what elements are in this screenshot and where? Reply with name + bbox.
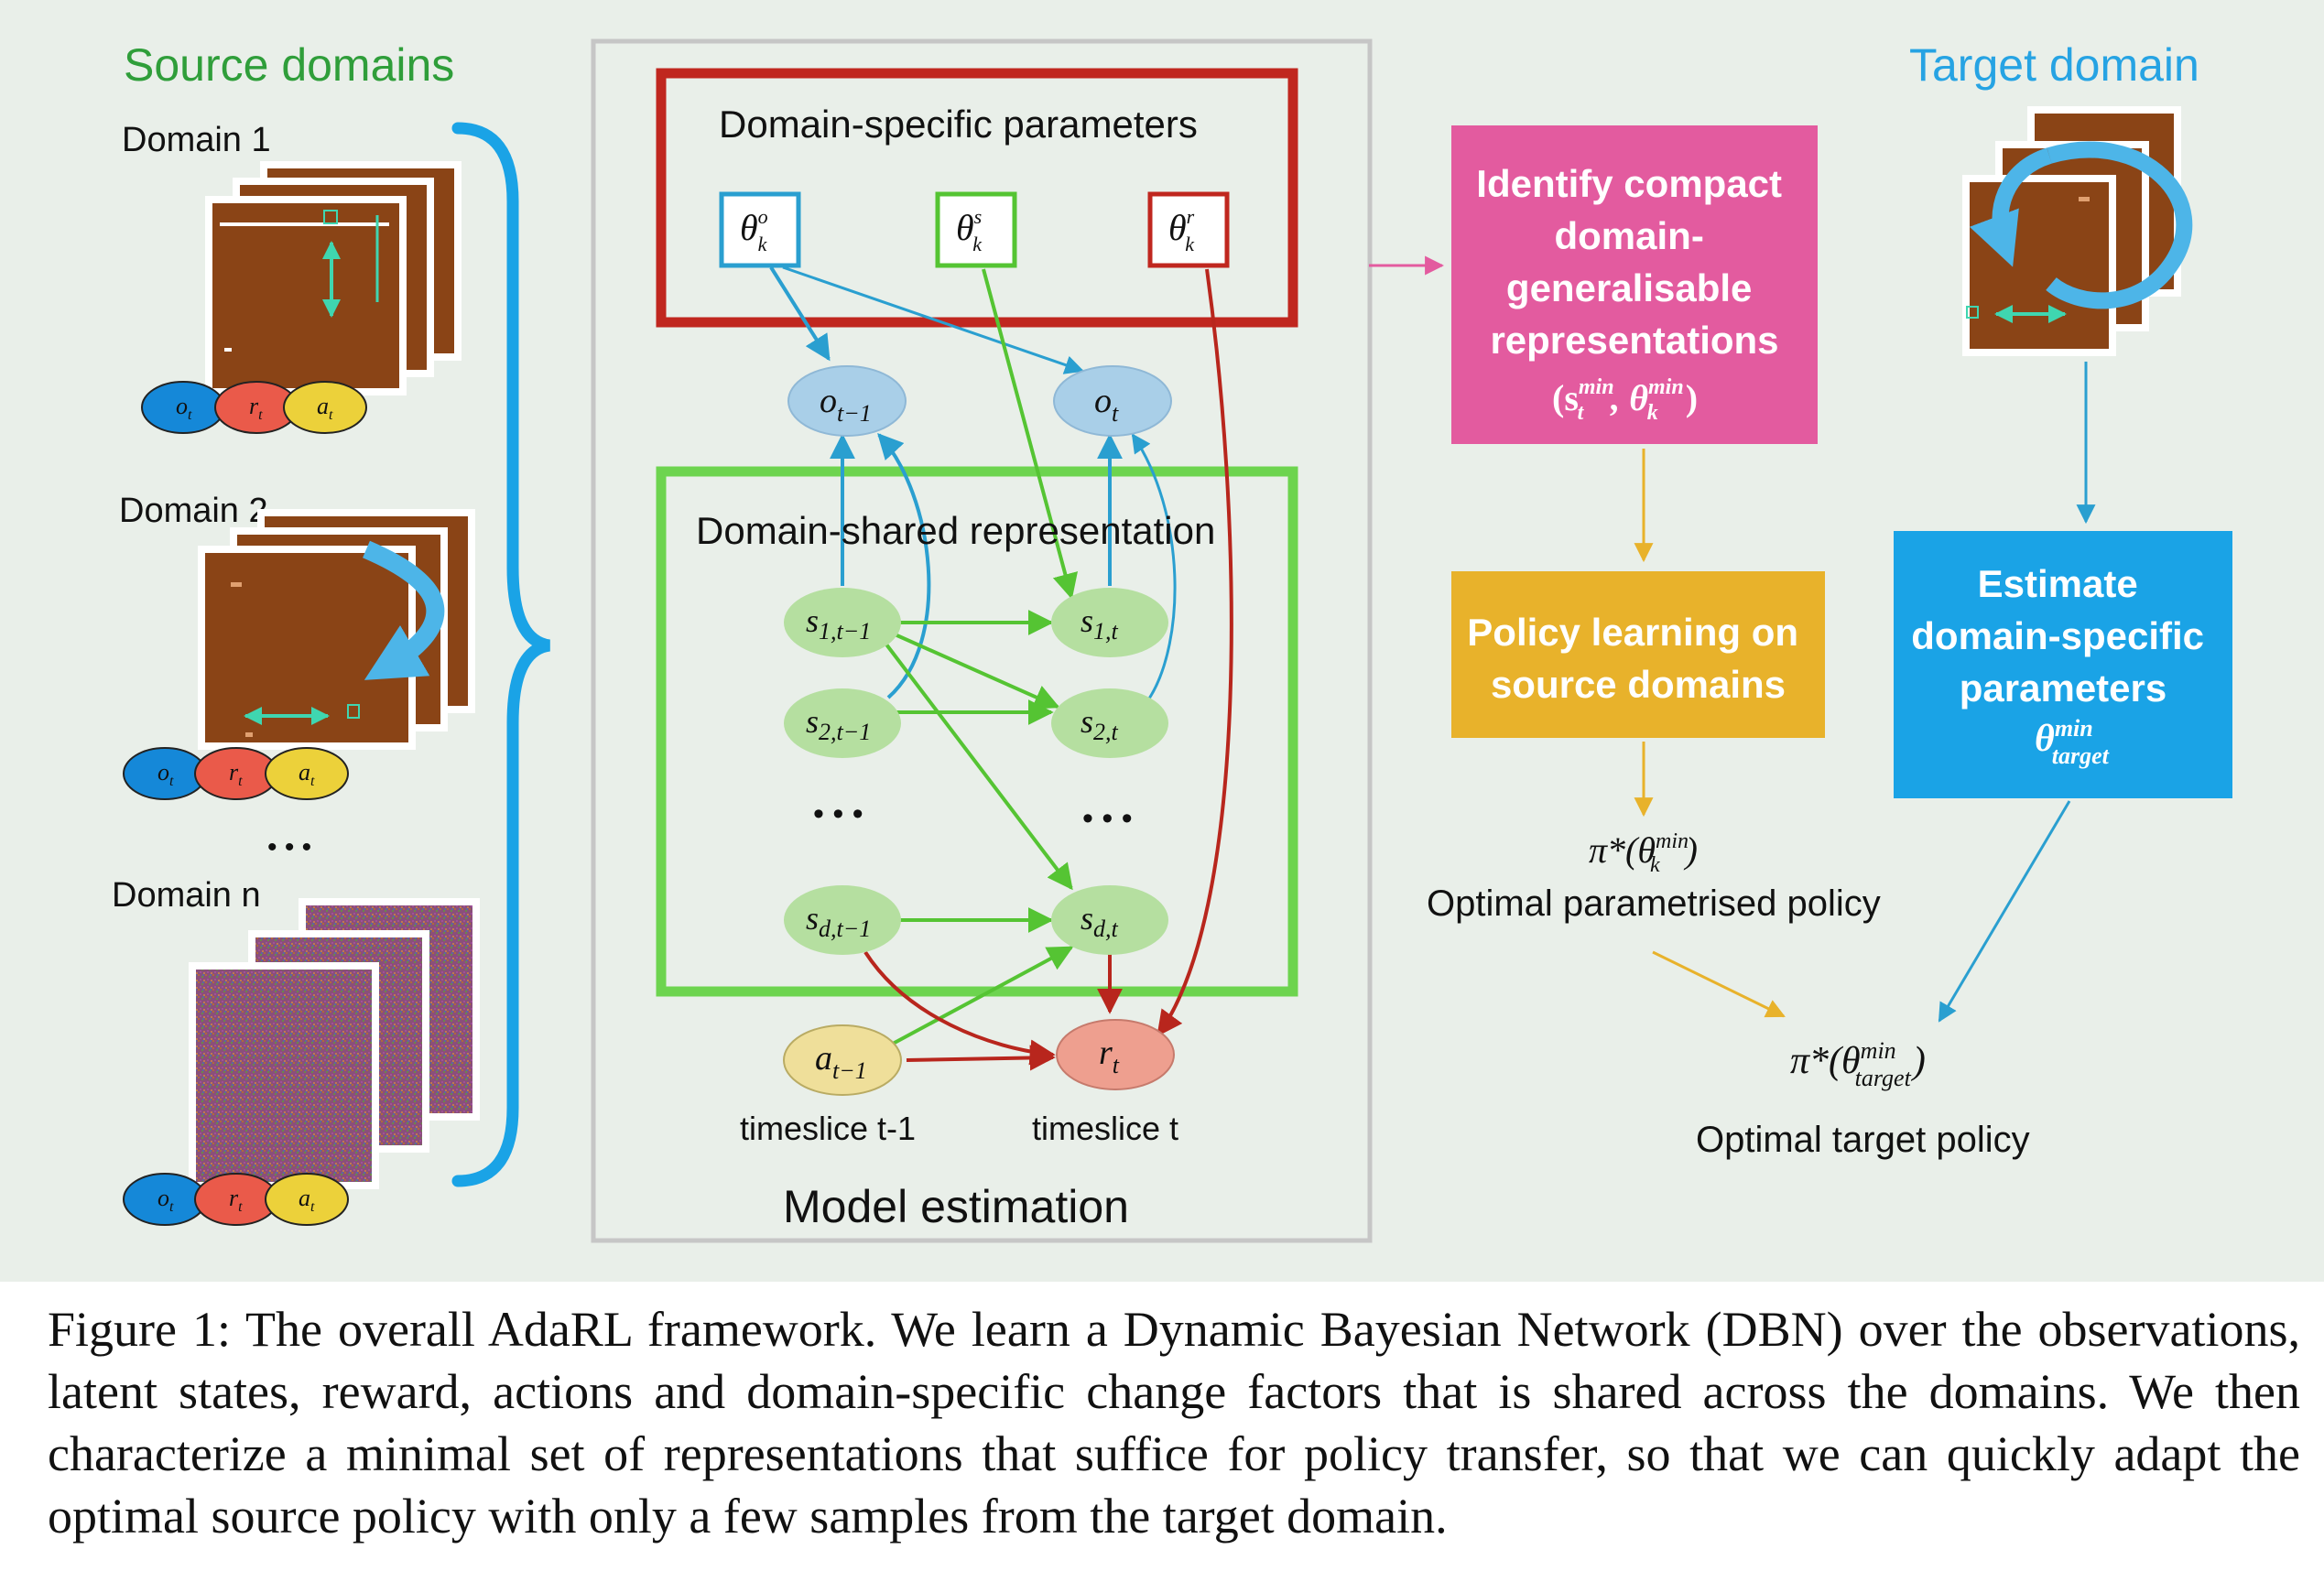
node-s1-prev: s1,t−1: [784, 588, 901, 657]
node-o-curr: ot: [1053, 365, 1172, 437]
svg-text:s2,t: s2,t: [1081, 703, 1119, 745]
domain-n-frames: [189, 898, 480, 1189]
source-domains-brace: [451, 122, 551, 1187]
domain-n-label: Domain n: [112, 876, 261, 915]
domain-2-chips: ot rt at: [123, 747, 349, 800]
domain-2-label: Domain 2: [119, 492, 268, 530]
framework-figure: Source domains Domain 1 ot rt at Domain …: [0, 0, 2324, 1282]
policy-learning-text: Policy learning on source domains: [1467, 611, 1808, 706]
parametrised-policy-label: Optimal parametrised policy: [1427, 883, 1881, 924]
domain-specific-parameters-title: Domain-specific parameters: [719, 103, 1198, 146]
dbn-edges: [769, 265, 1233, 1071]
svg-text:s2,t−1: s2,t−1: [806, 703, 871, 745]
node-s1-curr: s1,t: [1051, 588, 1168, 657]
svg-text:sd,t−1: sd,t−1: [806, 900, 871, 942]
node-s2-prev: s2,t−1: [784, 688, 901, 758]
domain-2-shift-arrow: [363, 540, 445, 680]
dots-curr: • • •: [1082, 801, 1133, 836]
theta-r-box: [1147, 191, 1230, 268]
identify-box: [1451, 125, 1818, 444]
timeslice-curr-label: timeslice t: [1032, 1110, 1178, 1147]
node-r-curr: rt: [1056, 1019, 1175, 1090]
node-o-prev: ot−1: [787, 365, 907, 437]
svg-text:rt: rt: [1099, 1034, 1120, 1078]
theta-o-box: [719, 191, 801, 268]
source-domains-title: Source domains: [124, 39, 454, 91]
node-s2-curr: s2,t: [1051, 688, 1168, 758]
theta-s-box: [935, 191, 1017, 268]
target-domain-title: Target domain: [1909, 39, 2199, 91]
svg-text:ot: ot: [157, 759, 174, 789]
domain-1-chips: ot rt at: [141, 381, 367, 434]
policy-learning-box: [1451, 571, 1825, 738]
svg-text:ot: ot: [176, 393, 192, 423]
estimate-text: Estimate domain-specific parameters: [1911, 562, 2214, 710]
svg-text:s1,t−1: s1,t−1: [806, 602, 871, 645]
svg-text:at−1: at−1: [815, 1039, 867, 1084]
domain-2-frames: [198, 509, 475, 750]
domain-shared-representation-box: [656, 466, 1298, 997]
domain-1-label: Domain 1: [122, 121, 271, 159]
svg-text:s1,t: s1,t: [1081, 602, 1119, 645]
svg-text:at: at: [317, 393, 333, 423]
node-sd-prev: sd,t−1: [784, 885, 901, 955]
node-sd-curr: sd,t: [1051, 885, 1168, 955]
svg-text:rt: rt: [229, 1185, 243, 1215]
svg-text:rt: rt: [229, 759, 243, 789]
svg-text:ot: ot: [1094, 382, 1119, 427]
svg-text:ot−1: ot−1: [820, 382, 872, 427]
figure-caption: Figure 1: The overall AdaRL framework. W…: [48, 1302, 2300, 1544]
source-ellipsis: • • •: [267, 832, 311, 862]
svg-text:at: at: [299, 759, 315, 789]
svg-text:sd,t: sd,t: [1081, 900, 1119, 942]
dots-prev: • • •: [813, 796, 863, 831]
timeslice-prev-label: timeslice t-1: [740, 1110, 916, 1147]
domain-1-frames: [205, 161, 462, 395]
blue-arrow-diag: [1938, 800, 2071, 1023]
domain-shared-representation-title: Domain-shared representation: [696, 509, 1215, 552]
svg-text:ot: ot: [157, 1185, 174, 1215]
identify-text: Identify compact domain- generalisable r…: [1476, 162, 1792, 362]
orange-arrow-3: [1652, 950, 1786, 1018]
domain-specific-parameters-box: [656, 68, 1298, 328]
svg-text:rt: rt: [249, 393, 263, 423]
target-domain-frames: [1962, 106, 2193, 356]
model-estimation-title: Model estimation: [783, 1181, 1129, 1232]
target-policy-label: Optimal target policy: [1696, 1120, 2030, 1160]
svg-text:at: at: [299, 1185, 315, 1215]
estimate-box: [1894, 531, 2232, 798]
domain-n-chips: ot rt at: [123, 1173, 349, 1226]
node-a-prev: at−1: [783, 1024, 902, 1096]
